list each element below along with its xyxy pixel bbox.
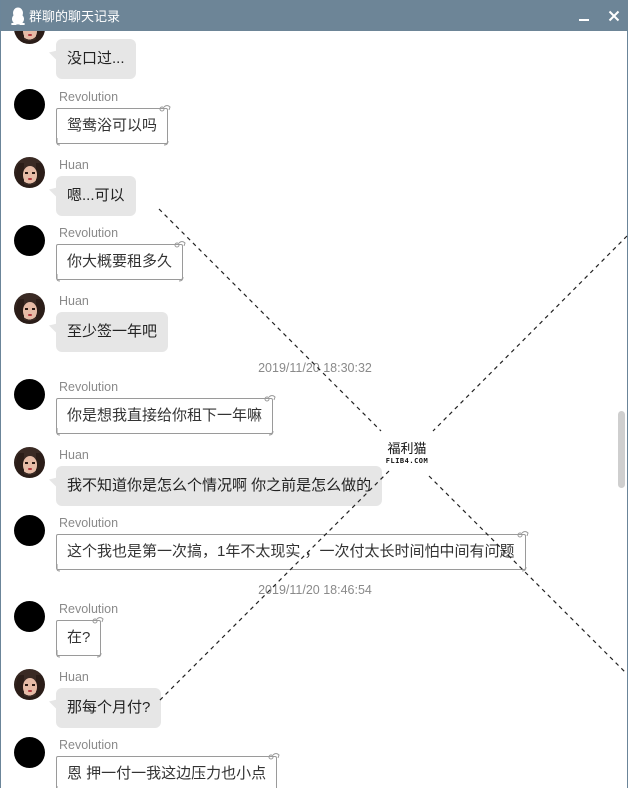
close-button[interactable] [599, 0, 628, 31]
avatar-revolution[interactable] [14, 89, 45, 120]
timestamp-divider: 2019/11/20 18:30:32 [258, 361, 372, 375]
avatar-huan[interactable] [14, 669, 45, 700]
message-bubble[interactable]: 恩 押一付一我这边压力也小点 [56, 753, 280, 788]
message-text: 在? [67, 629, 91, 646]
message-item: Revolution 恩 押一付一我这边压力也小点 [2, 737, 602, 788]
message-item: Huan 至少签一年吧 [2, 293, 602, 353]
sender-name: Huan [59, 670, 89, 684]
timestamp-divider: 2019/11/20 18:46:54 [258, 583, 372, 597]
sender-name: Revolution [59, 90, 119, 104]
avatar-huan[interactable] [14, 293, 45, 324]
message-text: 鸳鸯浴可以吗 [67, 117, 158, 134]
sender-name: Huan [59, 294, 89, 308]
avatar-huan[interactable] [14, 447, 45, 478]
sender-name: Huan [59, 448, 89, 462]
message-item: Huan 嗯...可以 [2, 157, 602, 217]
message-bubble[interactable]: 你是想我直接给你租下一年嘛 [56, 395, 276, 436]
sender-name: Revolution [59, 380, 119, 394]
message-bubble[interactable]: 嗯...可以 [56, 176, 136, 216]
minimize-button[interactable] [569, 0, 599, 31]
message-item: Revolution 你是想我直接给你租下一年嘛 [2, 379, 602, 439]
message-text: 你大概要租多久 [67, 253, 173, 270]
avatar-revolution[interactable] [14, 737, 45, 768]
minimize-icon [579, 18, 589, 21]
message-text: 你是想我直接给你租下一年嘛 [67, 407, 263, 424]
message-item: Revolution 鸳鸯浴可以吗 [2, 89, 602, 149]
message-item: Huan 我不知道你是怎么个情况啊 你之前是怎么做的 [2, 447, 602, 507]
sender-name: Revolution [59, 226, 119, 240]
message-bubble[interactable]: 在? [56, 617, 104, 658]
scrollbar-thumb[interactable] [618, 411, 625, 488]
sender-name: Huan [59, 158, 89, 172]
avatar-revolution[interactable] [14, 515, 45, 546]
message-text: 恩 押一付一我这边压力也小点 [67, 765, 267, 782]
sender-name: Revolution [59, 602, 119, 616]
close-icon [608, 10, 620, 21]
message-item: Huan 那每个月付? [2, 669, 602, 729]
qq-penguin-icon [11, 7, 25, 25]
avatar-revolution[interactable] [14, 379, 45, 410]
message-bubble[interactable]: 这个我也是第一次搞，1年不太现实 ，一次付太长时间怕中间有问题 [56, 531, 529, 572]
title-bar[interactable]: 群聊的聊天记录 [1, 0, 628, 31]
avatar-revolution[interactable] [14, 601, 45, 632]
message-text: 这个我也是第一次搞，1年不太现实 ，一次付太长时间怕中间有问题 [67, 543, 515, 560]
message-item: Revolution 你大概要租多久 [2, 225, 602, 285]
chat-message-list[interactable]: 没口过... Revolution 鸳鸯浴可以吗 Huan 嗯...可以 [2, 31, 628, 788]
sender-name: Revolution [59, 516, 119, 530]
sender-name: Revolution [59, 738, 119, 752]
message-item: Revolution 在? [2, 601, 602, 661]
message-bubble[interactable]: 你大概要租多久 [56, 241, 186, 282]
scrollbar[interactable] [618, 31, 626, 788]
message-item: Revolution 这个我也是第一次搞，1年不太现实 ，一次付太长时间怕中间有… [2, 515, 602, 575]
message-bubble[interactable]: 鸳鸯浴可以吗 [56, 105, 171, 146]
avatar-revolution[interactable] [14, 225, 45, 256]
message-bubble[interactable]: 至少签一年吧 [56, 312, 169, 352]
message-bubble[interactable]: 没口过... [56, 39, 136, 79]
message-bubble[interactable]: 那每个月付? [56, 688, 162, 728]
avatar-huan[interactable] [14, 31, 45, 44]
avatar-huan[interactable] [14, 157, 45, 188]
message-bubble[interactable]: 我不知道你是怎么个情况啊 你之前是怎么做的 [56, 466, 383, 506]
window-title: 群聊的聊天记录 [29, 9, 121, 24]
message-item: 没口过... [2, 31, 602, 79]
